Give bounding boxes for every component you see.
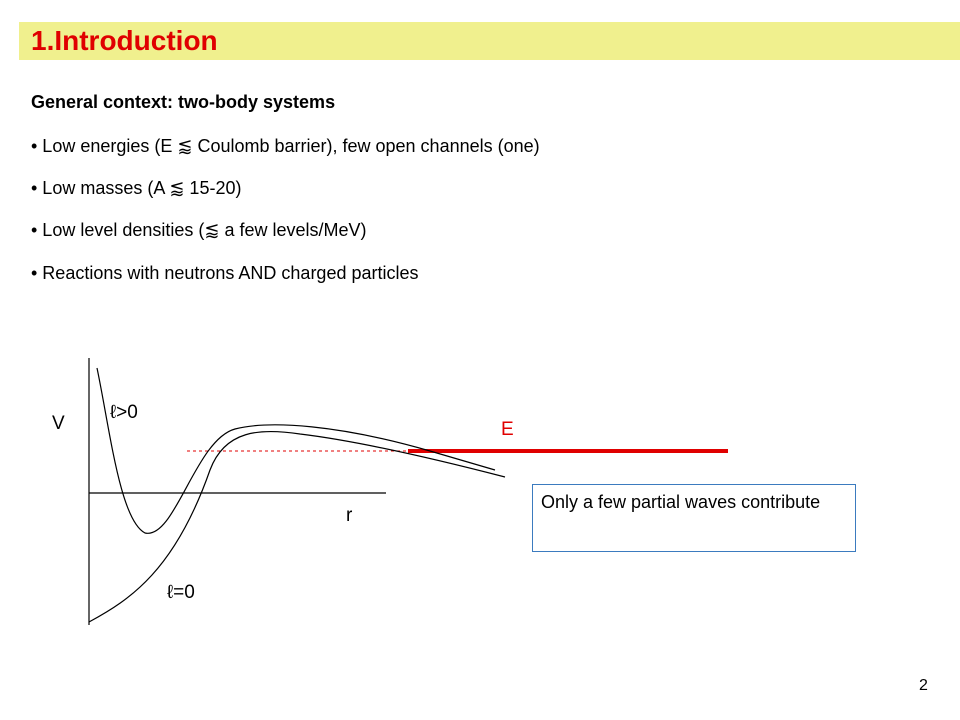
bullet-low-energies: • Low energies (E ⪅ Coulomb barrier), fe…: [31, 136, 540, 156]
curve-l-zero-label: ℓ=0: [167, 582, 195, 603]
bullet-low-level-densities: • Low level densities (⪅ a few levels/Me…: [31, 220, 367, 240]
energy-label: E: [501, 419, 514, 440]
bullet-low-masses: • Low masses (A ⪅ 15-20): [31, 178, 242, 198]
bullet-reactions: • Reactions with neutrons AND charged pa…: [31, 263, 419, 283]
r-axis-label: r: [346, 505, 353, 526]
slide-title: 1.Introduction: [31, 25, 218, 56]
v-axis-label: V: [52, 413, 65, 434]
title-bar: 1.Introduction: [19, 22, 960, 60]
curve-l-positive-label: ℓ>0: [110, 402, 138, 423]
curve-l-positive: [96, 367, 496, 534]
page-number: 2: [919, 677, 928, 694]
partial-waves-note: Only a few partial waves contribute: [532, 484, 856, 552]
slide-subtitle: General context: two-body systems: [31, 92, 336, 112]
curve-l-zero: [88, 430, 506, 623]
